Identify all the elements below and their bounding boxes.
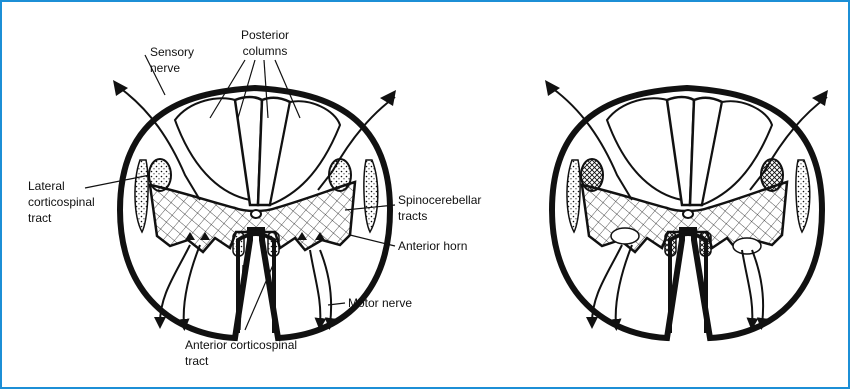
label-anterior-horn: Anterior horn (398, 239, 467, 253)
label-lateral-corticospinal-3: tract (28, 211, 52, 225)
label-motor-nerve: Motor nerve (348, 296, 412, 310)
label-lateral-corticospinal-2: corticospinal (28, 195, 95, 209)
label-anterior-corticospinal-2: tract (185, 354, 209, 368)
left-anterior-tract-r (268, 232, 279, 256)
label-posterior-columns-2: columns (243, 44, 288, 58)
label-spinocerebellar-1: Spinocerebellar (398, 193, 481, 207)
right-spinal-cord (545, 80, 828, 338)
label-spinocerebellar-2: tracts (398, 209, 427, 223)
left-anterior-tract-l (233, 232, 244, 256)
label-posterior-columns-1: Posterior (241, 28, 289, 42)
left-lateral-tract-r (329, 159, 351, 191)
left-lateral-tract-l (149, 159, 171, 191)
label-sensory-nerve-2: nerve (150, 61, 180, 75)
label-anterior-corticospinal-1: Anterior corticospinal (185, 338, 297, 352)
label-lateral-corticospinal-1: Lateral (28, 179, 65, 193)
label-sensory-nerve-1: Sensory (150, 45, 194, 59)
